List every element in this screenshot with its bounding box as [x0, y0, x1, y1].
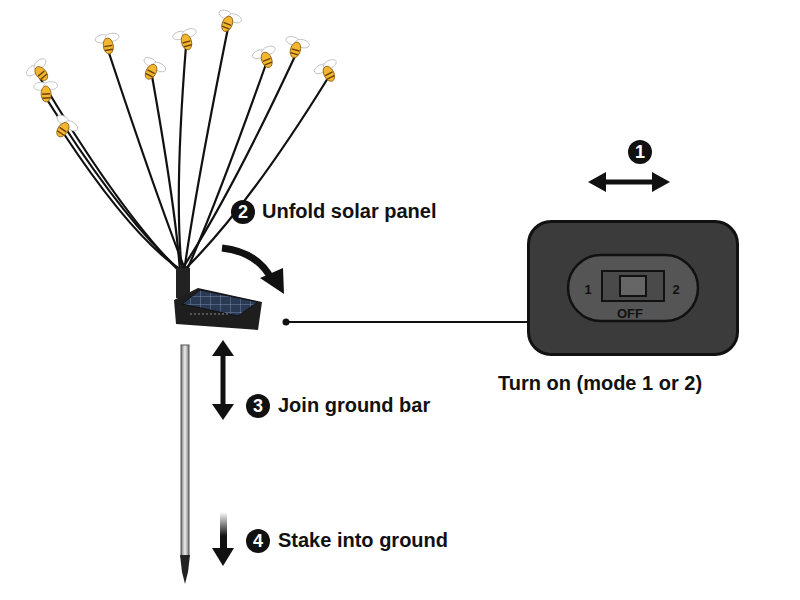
stem [180, 54, 296, 272]
bee-body [321, 64, 337, 83]
bee-stripe [57, 127, 66, 135]
stake-arrow [220, 512, 227, 552]
bee-body [143, 62, 159, 81]
bee-body [288, 41, 302, 59]
bee-stripe [146, 70, 155, 77]
vent [190, 313, 230, 315]
switch-recess [568, 255, 698, 321]
switch-mark: 1 [584, 283, 591, 296]
step-label: Unfold solar panel [262, 200, 436, 223]
arrow-head [212, 340, 234, 420]
bee-body [32, 64, 50, 83]
stem [108, 50, 186, 272]
join-arrow [221, 352, 226, 408]
switch-detail [530, 223, 736, 353]
arrow-head [260, 268, 284, 294]
bee [137, 56, 168, 85]
unfold-arrow [222, 248, 272, 280]
switch-slot [602, 271, 664, 301]
bee [172, 27, 200, 53]
bee-body [41, 86, 52, 103]
callout-number: 4 [246, 529, 270, 553]
bee-body [54, 120, 71, 139]
bee-stripe [42, 94, 50, 98]
callout-number: 2 [231, 200, 255, 224]
bee-stripe [38, 71, 47, 79]
bee [213, 8, 243, 36]
stem [182, 78, 328, 272]
bee-body [180, 33, 194, 51]
bee [48, 113, 79, 143]
bee [251, 44, 281, 71]
arrow-head [588, 172, 670, 192]
switch-mark: OFF [617, 307, 643, 320]
solar-panel [182, 290, 258, 316]
step-label: Join ground bar [278, 394, 430, 417]
switch-knob [620, 276, 646, 296]
stake-tip [180, 555, 190, 584]
stem [40, 78, 180, 272]
bee-body [220, 15, 235, 34]
solar-unit [174, 288, 262, 330]
stem [179, 46, 186, 272]
ground-bar [181, 345, 189, 557]
step-label: Turn on (mode 1 or 2) [498, 372, 702, 395]
leader-line [286, 321, 528, 323]
bee-stripe [104, 45, 113, 50]
bee-stripe [291, 49, 300, 55]
bees [24, 8, 343, 143]
bee [282, 35, 311, 61]
stem [46, 98, 182, 272]
bee [33, 81, 58, 102]
bee-stripe [325, 72, 334, 79]
switch-mark: 2 [672, 283, 679, 296]
bee [313, 58, 343, 87]
slide-arrow [602, 180, 656, 185]
switch-housing: 1OFF 2 [527, 220, 739, 356]
stem [184, 28, 228, 272]
bee-stripe [183, 41, 192, 47]
bee-stripe [263, 58, 272, 65]
arrow-head [212, 548, 234, 566]
bee-body [259, 51, 274, 70]
bee-body [102, 37, 114, 54]
step-label: Stake into ground [278, 529, 448, 552]
bee [95, 32, 122, 56]
stem [186, 64, 266, 272]
stem [152, 76, 180, 272]
callout-number: 1 [628, 140, 652, 164]
stems [40, 28, 328, 272]
callout-number: 3 [246, 394, 270, 418]
bee-stripe [222, 22, 231, 29]
